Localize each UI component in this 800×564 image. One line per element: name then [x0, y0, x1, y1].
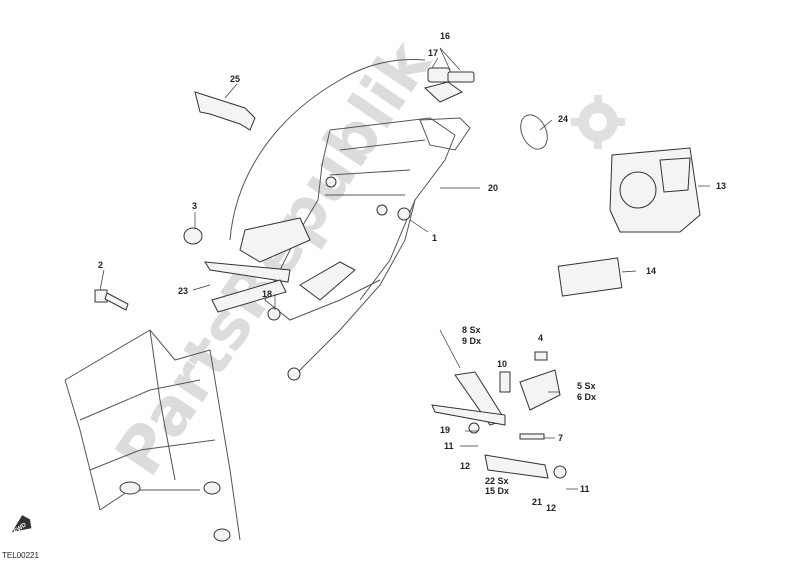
label-12-right: 12: [546, 503, 556, 513]
label-14: 14: [646, 266, 656, 276]
label-19: 19: [440, 425, 450, 435]
label-5-sx: 5 Sx: [577, 381, 596, 391]
label-16: 16: [440, 31, 450, 41]
connector-assembly: [423, 67, 475, 103]
label-3: 3: [192, 201, 197, 211]
strap-part: [520, 114, 548, 150]
bracket-assembly: [183, 217, 311, 313]
pad-part: [557, 257, 623, 297]
clip-part: [194, 91, 256, 131]
label-12-left: 12: [460, 461, 470, 471]
forward-arrow-icon: FWD: [12, 515, 32, 535]
gear-icon: [571, 95, 625, 149]
label-18: 18: [262, 289, 272, 299]
bolt-part: [94, 289, 129, 311]
leader-lines: [99, 47, 710, 490]
footpeg-assembly: [431, 351, 567, 479]
label-11-right: 11: [580, 484, 590, 494]
label-7: 7: [558, 433, 563, 443]
label-25: 25: [230, 74, 240, 84]
label-2: 2: [98, 260, 103, 270]
label-13: 13: [716, 181, 726, 191]
label-11-left: 11: [444, 441, 454, 451]
label-24: 24: [558, 114, 568, 124]
cable: [229, 59, 426, 241]
label-9-dx: 9 Dx: [462, 336, 481, 346]
label-10: 10: [497, 359, 507, 369]
label-17: 17: [428, 48, 438, 58]
label-1: 1: [432, 233, 437, 243]
label-4: 4: [538, 333, 543, 343]
label-21: 21: [532, 497, 542, 507]
label-23: 23: [178, 286, 188, 296]
label-8-sx: 8 Sx: [462, 325, 481, 335]
label-22-sx: 22 Sx: [485, 476, 509, 486]
rear-subframe: [264, 117, 471, 381]
label-15-dx: 15 Dx: [485, 486, 509, 496]
storage-box: [609, 147, 701, 233]
drawing-code: TEL00221: [2, 551, 39, 560]
label-20: 20: [488, 183, 498, 193]
main-frame: [64, 329, 241, 542]
label-6-dx: 6 Dx: [577, 392, 596, 402]
